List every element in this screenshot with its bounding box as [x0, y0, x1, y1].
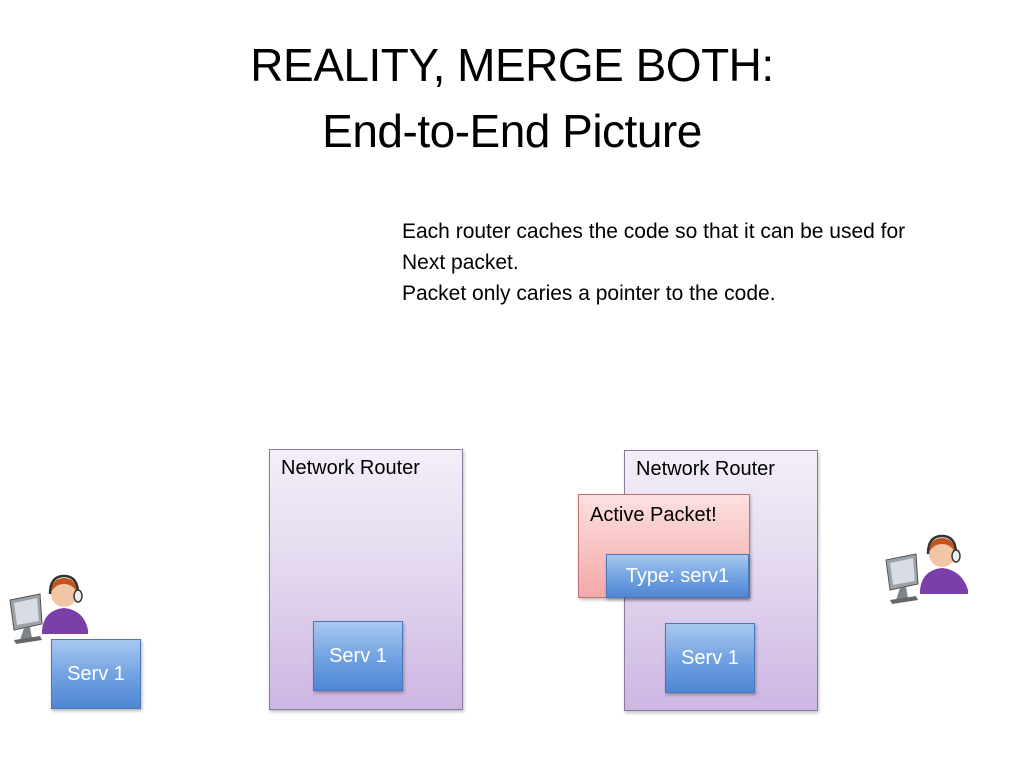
- router-left-serv-label: Serv 1: [329, 644, 387, 667]
- left-user-at-computer-icon: [9, 574, 88, 644]
- note-line-3: Packet only caries a pointer to the code…: [402, 282, 776, 305]
- router-right-label: Network Router: [636, 458, 775, 480]
- router-left-serv-box: Serv 1: [313, 621, 403, 691]
- explanation-note: Each router caches the code so that it c…: [402, 216, 1002, 309]
- left-host-serv-box: Serv 1: [51, 639, 141, 709]
- router-left-label: Network Router: [281, 457, 420, 479]
- right-user-at-computer-icon: [885, 534, 968, 604]
- note-line-2: Next packet.: [402, 251, 519, 274]
- active-packet-label: Active Packet!: [590, 504, 717, 526]
- title-line-1: REALITY, MERGE BOTH:: [250, 39, 774, 91]
- title-line-2: End-to-End Picture: [322, 105, 702, 157]
- slide-title: REALITY, MERGE BOTH: End-to-End Picture: [0, 32, 1024, 164]
- note-line-1: Each router caches the code so that it c…: [402, 220, 906, 243]
- router-right-serv-label: Serv 1: [681, 646, 739, 669]
- left-host-serv-label: Serv 1: [67, 662, 125, 685]
- router-right-serv-box: Serv 1: [665, 623, 755, 693]
- packet-type-label: Type: serv1: [625, 564, 730, 587]
- packet-type-box: Type: serv1: [606, 554, 749, 598]
